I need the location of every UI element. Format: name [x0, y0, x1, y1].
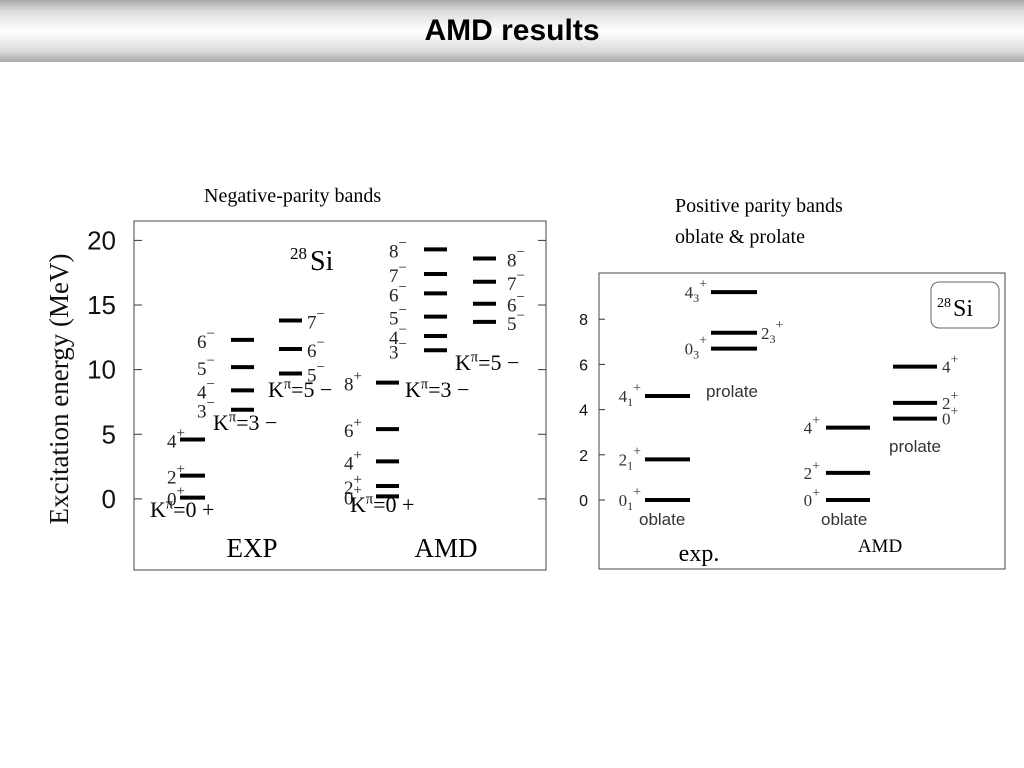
title-bar: AMD results: [0, 0, 1024, 62]
y-tick-label: 20: [87, 225, 116, 255]
level-spin-label: 2+: [942, 389, 959, 413]
level-spin-label: 7−: [507, 268, 525, 295]
level-spin-label: 7−: [389, 260, 407, 287]
y-axis-label: Excitation energy (MeV): [44, 254, 74, 525]
level-spin-label: 2+: [804, 459, 821, 483]
positive-parity-caption-line1: Positive parity bands: [675, 195, 843, 217]
level-spin-label: 4−: [389, 322, 407, 349]
level-spin-label: 0+: [804, 486, 821, 510]
level-spin-label: 3−: [389, 336, 407, 363]
level-spin-label: 6−: [307, 335, 325, 362]
level-spin-label: 6−: [507, 290, 525, 317]
level-spin-label: 3−: [197, 396, 215, 423]
level-spin-label: 23+: [761, 318, 784, 346]
band-label: Kπ=5 −: [268, 377, 332, 402]
level-spin-label: 4−: [197, 376, 215, 403]
level-spin-label: 4+: [344, 447, 362, 474]
level-spin-label: 6−: [197, 326, 215, 353]
level-spin-label: 6−: [389, 279, 407, 306]
y-tick-label: 4: [579, 403, 588, 420]
positive-parity-caption-line2: oblate & prolate: [675, 226, 805, 248]
y-tick-label: 15: [87, 290, 116, 320]
level-spin-label: 0+: [942, 405, 959, 429]
level-spin-label: 43+: [685, 277, 708, 305]
group-label: exp.: [679, 541, 720, 567]
y-tick-label: 6: [579, 357, 588, 374]
negative-parity-caption: Negative-parity bands: [204, 185, 382, 207]
band-label: prolate: [706, 382, 758, 401]
level-spin-label: 8−: [389, 235, 407, 262]
level-spin-label: 03+: [685, 334, 708, 362]
y-tick-label: 2: [579, 448, 588, 465]
band-label: Kπ=3 −: [405, 377, 469, 402]
level-spin-label: 8−: [507, 244, 525, 271]
slide-title: AMD results: [424, 14, 600, 47]
y-tick-label: 10: [87, 355, 116, 385]
level-spin-label: 5−: [307, 360, 325, 387]
level-spin-label: 4+: [167, 425, 185, 452]
level-spin-label: 5−: [507, 308, 525, 335]
band-label: Kπ=0 +: [150, 497, 214, 522]
level-spin-label: 0+: [167, 484, 185, 511]
group-label: EXP: [226, 533, 277, 563]
level-spin-label: 5−: [197, 353, 215, 380]
y-tick-label: 8: [579, 312, 588, 329]
band-label: oblate: [821, 510, 867, 529]
level-spin-label: 01+: [619, 485, 642, 513]
level-spin-label: 5−: [389, 303, 407, 330]
plot-frame: [133, 220, 547, 571]
level-spin-label: 4+: [942, 353, 959, 377]
level-spin-label: 4+: [804, 414, 821, 438]
band-label: prolate: [889, 437, 941, 456]
level-spin-label: 21+: [619, 444, 642, 472]
band-label: Kπ=5 −: [455, 350, 519, 375]
band-label: oblate: [639, 510, 685, 529]
y-tick-label: 5: [102, 419, 116, 449]
level-spin-label: 8+: [344, 369, 362, 396]
band-label: Kπ=3 −: [213, 410, 277, 435]
level-spin-label: 2+: [344, 472, 362, 499]
plot-frame: [598, 272, 1006, 570]
y-tick-label: 0: [579, 493, 588, 510]
level-spin-label: 0+: [344, 482, 362, 509]
y-tick-label: 0: [102, 484, 116, 514]
level-spin-label: 2+: [167, 462, 185, 489]
band-label: Kπ=0 +: [350, 492, 414, 517]
nucleus-label-box: [930, 281, 1000, 329]
level-spin-label: 41+: [619, 381, 642, 409]
level-spin-label: 7−: [307, 307, 325, 334]
nucleus-label: 28Si: [937, 296, 973, 322]
group-label: AMD: [414, 533, 477, 563]
group-label: AMD: [858, 536, 902, 557]
level-spin-label: 6+: [344, 415, 362, 442]
